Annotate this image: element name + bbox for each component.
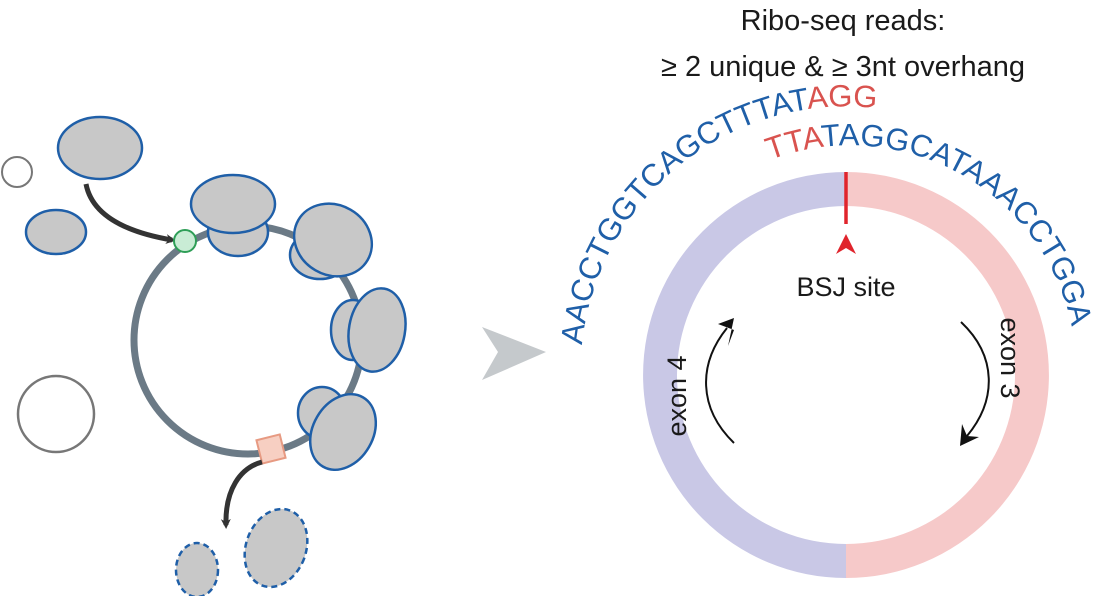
bsj-site-label: BSJ site <box>796 272 895 302</box>
lower-read-red: TTA <box>761 119 826 167</box>
ribosome-small-incoming <box>24 208 88 256</box>
exon4-direction-arrow <box>705 327 735 444</box>
exon3-arc <box>846 172 1049 578</box>
ribosome-right1-large <box>292 202 374 278</box>
stop-codon-marker <box>255 433 287 465</box>
exon4-arc <box>643 172 846 578</box>
free-small-subunit-small <box>1 156 33 188</box>
ribosome-large-incoming <box>56 115 144 181</box>
release-arrow <box>220 459 263 529</box>
ribosome-right3-large <box>308 393 378 471</box>
exon3-label: exon 3 <box>995 317 1025 398</box>
title-line-1: Ribo-seq reads: <box>741 5 946 37</box>
exon4-arrowhead <box>718 318 734 346</box>
ribosome-right2-large <box>347 287 407 373</box>
left-panel-translation <box>1 115 407 599</box>
panel-transition-arrow <box>482 327 546 380</box>
exon4-label: exon 4 <box>662 355 692 436</box>
right-panel-bsj: Ribo-seq reads: ≥ 2 unique & ≥ 3nt overh… <box>554 5 1099 578</box>
bsj-site-marker <box>836 234 856 254</box>
exon3-arrowhead <box>960 424 979 446</box>
start-codon-marker <box>173 229 197 253</box>
title-line-2: ≥ 2 unique & ≥ 3nt overhang <box>661 51 1025 83</box>
free-small-subunit-large <box>16 374 96 454</box>
ribosome-top-large <box>189 173 277 235</box>
upper-read-red: AGG <box>805 78 879 116</box>
exon3-direction-arrow <box>960 321 990 437</box>
initiation-arrow <box>83 183 176 244</box>
released-subunit-large <box>243 507 309 589</box>
released-subunit-small <box>174 541 220 599</box>
